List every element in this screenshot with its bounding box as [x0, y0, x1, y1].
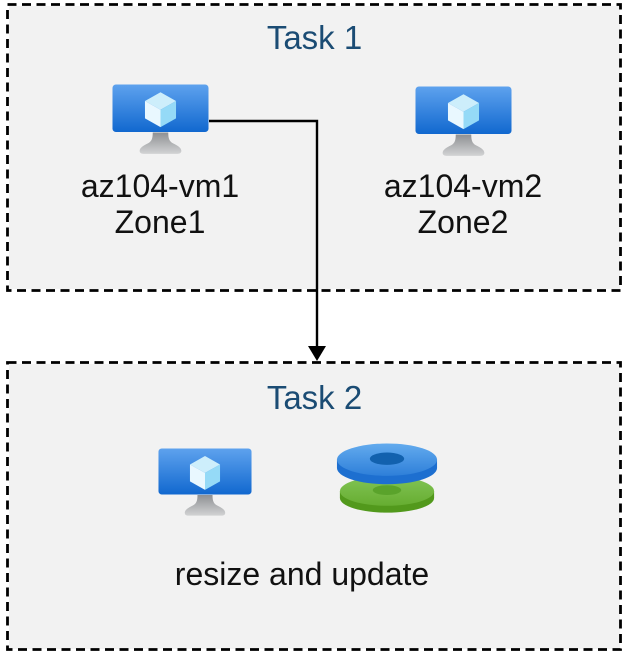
vm2-name: az104-vm2 [383, 168, 543, 204]
arrowhead-icon [308, 346, 326, 361]
vm1-label: az104-vm1 Zone1 [60, 168, 260, 240]
vm1-name: az104-vm1 [80, 168, 240, 204]
virtual-machine-icon [415, 86, 512, 158]
vm2-zone: Zone2 [417, 204, 509, 240]
managed-disks-icon [335, 443, 439, 514]
virtual-machine-icon [112, 84, 209, 156]
vm1-zone: Zone1 [114, 204, 206, 240]
task2-caption: resize and update [174, 556, 430, 592]
task1-title: Task 1 [266, 19, 363, 56]
virtual-machine-icon [158, 448, 252, 518]
vm2-label: az104-vm2 Zone2 [363, 168, 563, 240]
task1-box: Task 1 az104-vm1 Zone1 [9, 6, 620, 289]
task2-title: Task 2 [266, 379, 363, 416]
task2-box: Task 2 [9, 364, 620, 649]
